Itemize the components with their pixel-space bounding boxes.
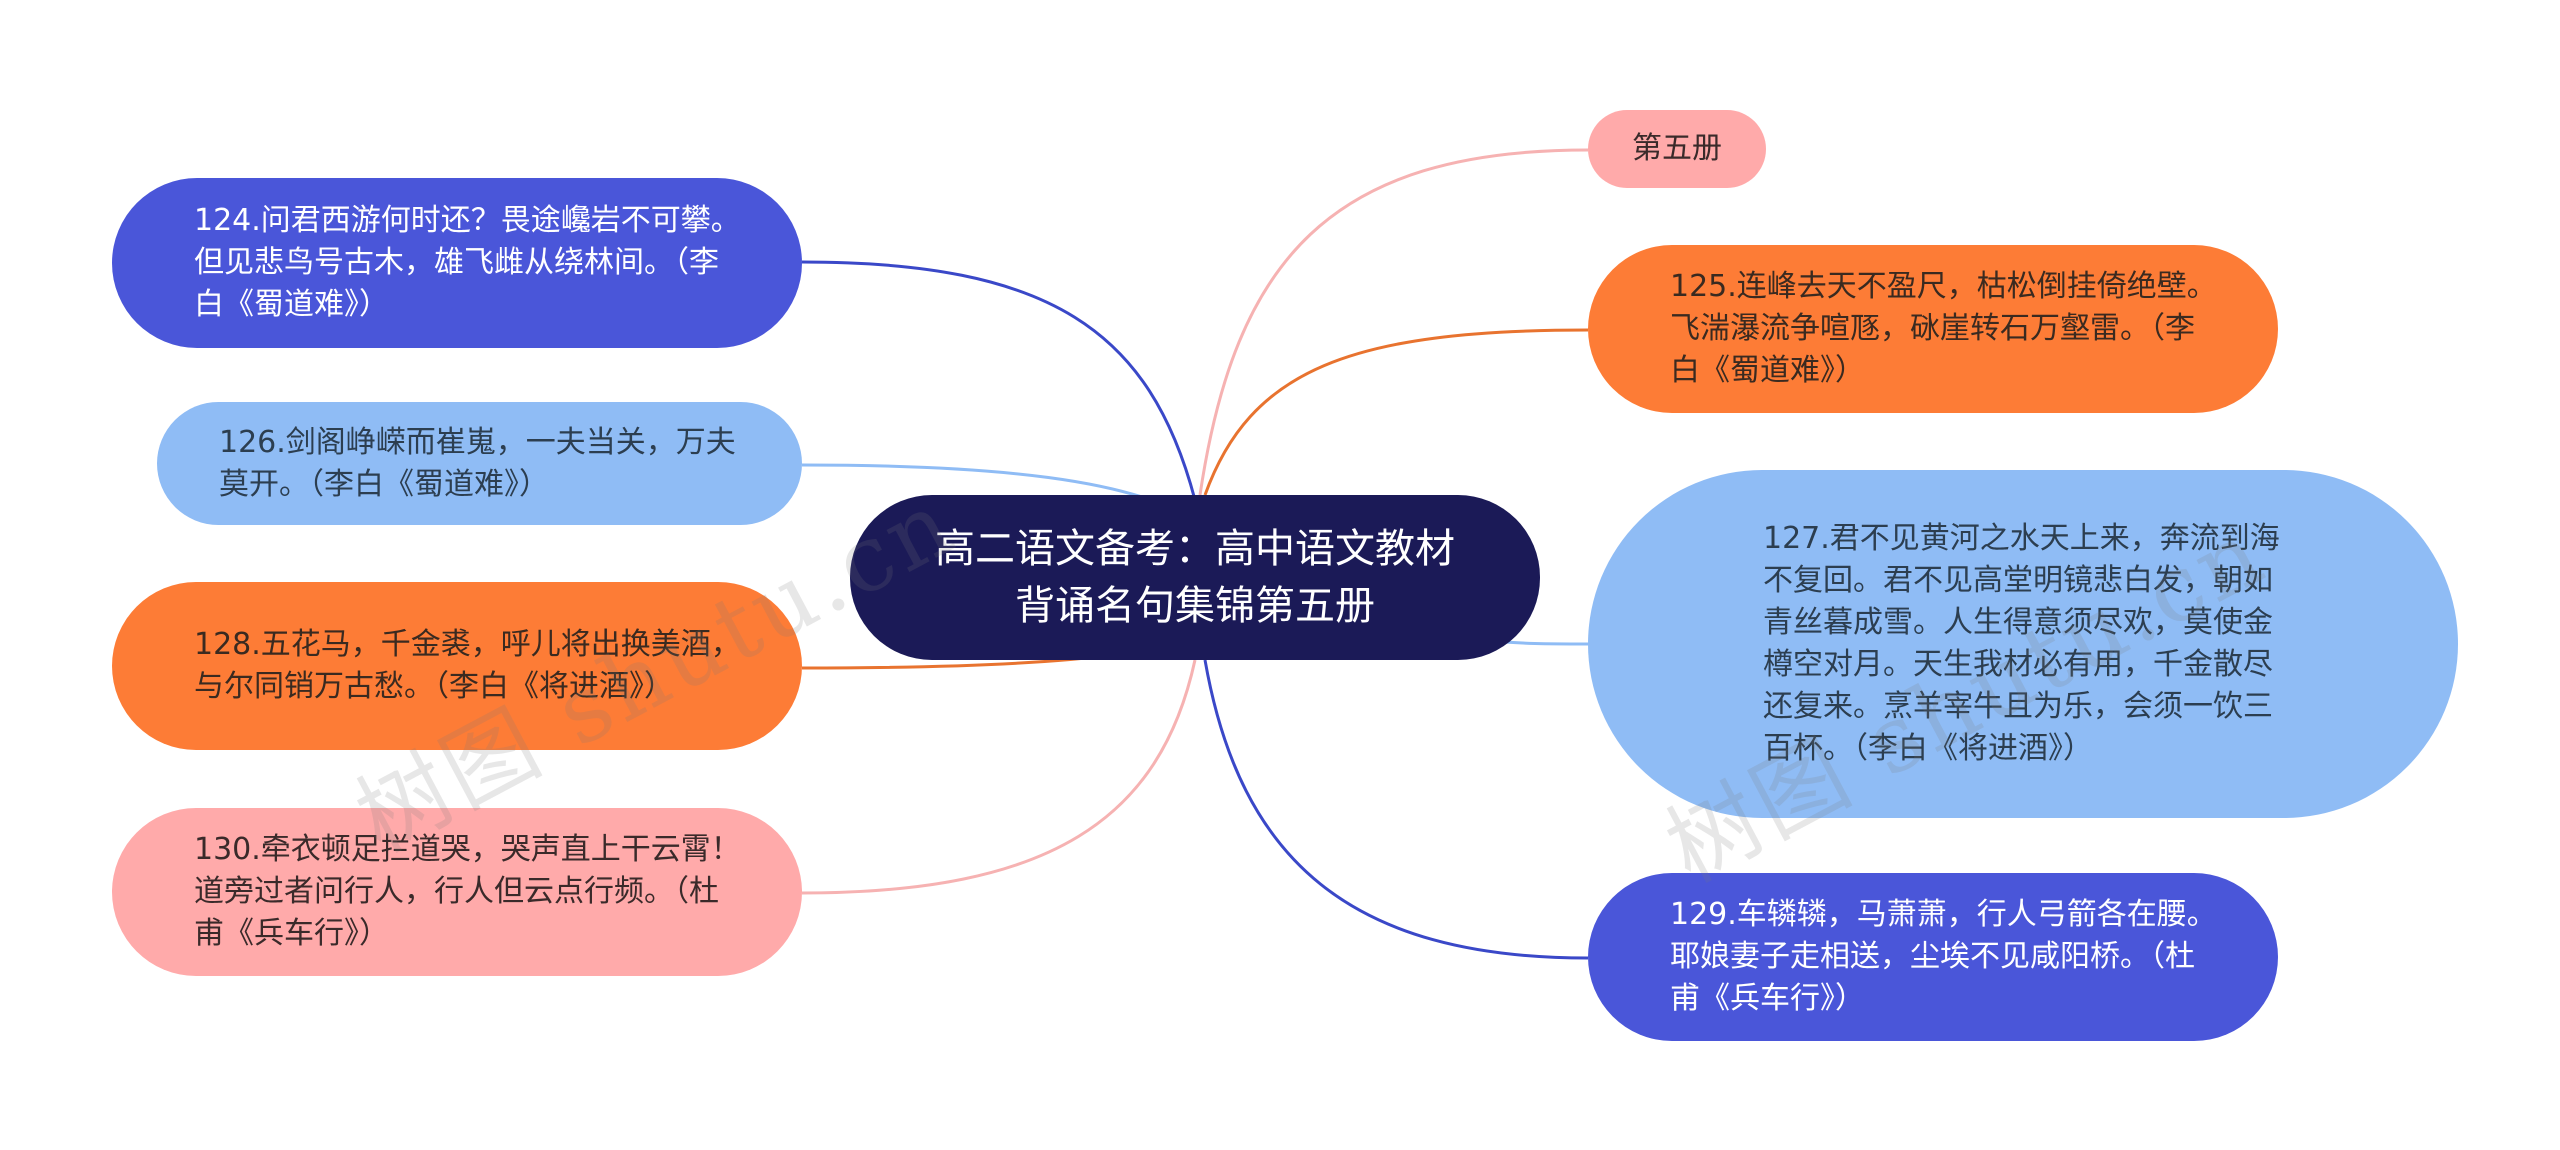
node-128[interactable]: 128.五花马，千金裘，呼儿将出换美酒，与尔同销万古愁。（李白《将进酒》） — [112, 582, 802, 750]
node-129[interactable]: 129.车辚辚，马萧萧，行人弓箭各在腰。耶娘妻子走相送，尘埃不见咸阳桥。（杜甫《… — [1588, 873, 2278, 1041]
central-topic-text: 高二语文备考：高中语文教材背诵名句集锦第五册 — [935, 525, 1455, 629]
node-130[interactable]: 130.牵衣顿足拦道哭，哭声直上干云霄！道旁过者问行人，行人但云点行频。（杜甫《… — [112, 808, 802, 976]
node-126-text: 126.剑阁峥嵘而崔嵬，一夫当关，万夫莫开。（李白《蜀道难》） — [219, 424, 736, 502]
edge-to-125 — [1203, 328, 1589, 496]
node-124[interactable]: 124.问君西游何时还？畏途巉岩不可攀。但见悲鸟号古木，雄飞雌从绕林间。（李白《… — [112, 178, 802, 348]
node-127[interactable]: 127.君不见黄河之水天上来，奔流到海不复回。君不见高堂明镜悲白发，朝如青丝暮成… — [1588, 470, 2458, 818]
node-126[interactable]: 126.剑阁峥嵘而崔嵬，一夫当关，万夫莫开。（李白《蜀道难》） — [157, 402, 802, 525]
node-volume-5-text: 第五册 — [1632, 131, 1722, 166]
node-130-text: 130.牵衣顿足拦道哭，哭声直上干云霄！道旁过者问行人，行人但云点行频。（杜甫《… — [194, 832, 741, 951]
edge-to-130 — [801, 659, 1197, 895]
central-topic[interactable]: 高二语文备考：高中语文教材背诵名句集锦第五册 — [850, 495, 1540, 660]
edge-to-vol5 — [1198, 148, 1589, 496]
node-124-text: 124.问君西游何时还？畏途巉岩不可攀。但见悲鸟号古木，雄飞雌从绕林间。（李白《… — [194, 203, 741, 322]
node-127-text: 127.君不见黄河之水天上来，奔流到海不复回。君不见高堂明镜悲白发，朝如青丝暮成… — [1763, 521, 2280, 766]
node-128-text: 128.五花马，千金裘，呼儿将出换美酒，与尔同销万古愁。（李白《将进酒》） — [194, 627, 741, 704]
node-125-text: 125.连峰去天不盈尺，枯松倒挂倚绝壁。飞湍瀑流争喧豗，砯崖转石万壑雷。（李白《… — [1670, 269, 2217, 388]
edge-to-129 — [1203, 659, 1589, 960]
node-volume-5[interactable]: 第五册 — [1588, 110, 1766, 188]
node-125[interactable]: 125.连峰去天不盈尺，枯松倒挂倚绝壁。飞湍瀑流争喧豗，砯崖转石万壑雷。（李白《… — [1588, 245, 2278, 413]
node-129-text: 129.车辚辚，马萧萧，行人弓箭各在腰。耶娘妻子走相送，尘埃不见咸阳桥。（杜甫《… — [1670, 897, 2217, 1016]
edge-to-124 — [801, 260, 1197, 501]
